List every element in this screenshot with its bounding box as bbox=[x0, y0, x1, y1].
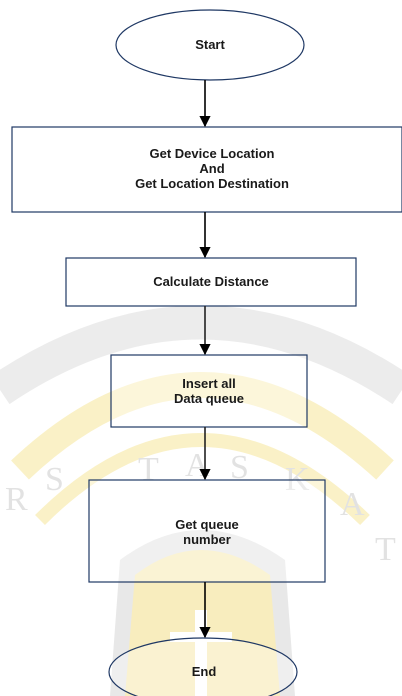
end-label: End bbox=[191, 664, 217, 679]
svg-text:S: S bbox=[45, 461, 64, 498]
svg-text:T: T bbox=[375, 531, 396, 568]
process-get-location bbox=[11, 126, 402, 213]
insert-data-queue-label: Insert all Data queue bbox=[111, 376, 307, 406]
get-location-line-2: And bbox=[199, 161, 225, 176]
queue-line-1: Get queue bbox=[175, 517, 239, 532]
calculate-distance-label: Calculate Distance bbox=[153, 274, 269, 289]
process-calculate-distance bbox=[65, 257, 357, 307]
get-location-label: Get Device Location And Get Location Des… bbox=[62, 146, 362, 191]
svg-text:S: S bbox=[230, 449, 249, 486]
queue-line-2: number bbox=[183, 532, 231, 547]
svg-text:R: R bbox=[5, 481, 28, 518]
process-get-queue-number bbox=[88, 479, 326, 583]
start-node bbox=[115, 9, 305, 81]
svg-text:T: T bbox=[138, 451, 159, 488]
watermark-seal: R S T A S K A T bbox=[0, 305, 402, 696]
get-queue-number-label: Get queue number bbox=[89, 517, 325, 547]
svg-text:A: A bbox=[185, 447, 210, 484]
get-location-line-3: Get Location Destination bbox=[135, 176, 289, 191]
insert-line-1: Insert all bbox=[182, 376, 236, 391]
insert-line-2: Data queue bbox=[173, 391, 245, 406]
svg-text:A: A bbox=[340, 486, 365, 523]
get-location-line-1: Get Device Location bbox=[149, 146, 275, 161]
start-label: Start bbox=[195, 37, 225, 52]
